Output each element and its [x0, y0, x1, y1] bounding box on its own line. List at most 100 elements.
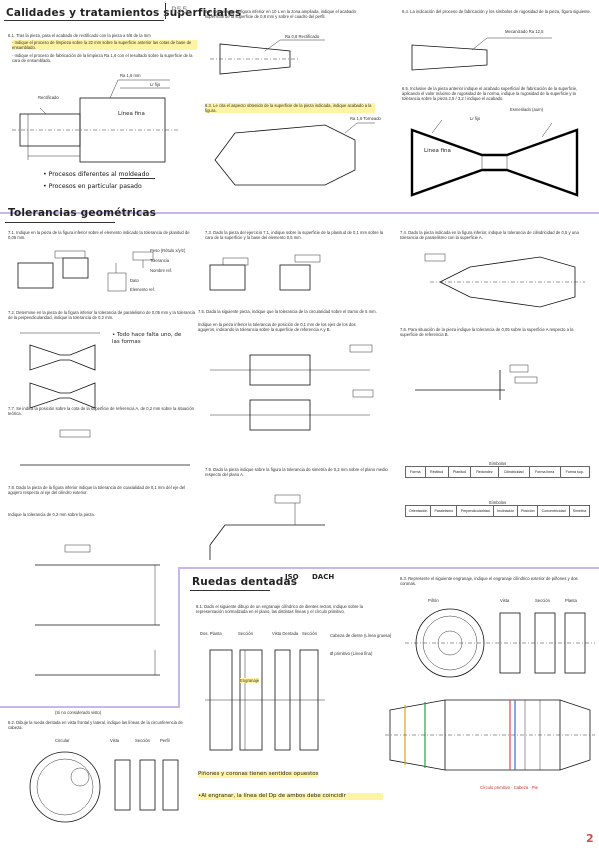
section-title-calidades: Calidades y tratamientos superficiales [6, 7, 242, 19]
tolerancia-7-9b: Indique la tolerancia de 0,2 mm sobre la… [8, 512, 95, 517]
ruedas-8-3: 8.3. Represente el siguiente engranaje, … [400, 576, 578, 587]
gear-side-views [205, 649, 325, 751]
table-2-title: Símbolos [488, 500, 507, 505]
symmetry-drawing [209, 494, 325, 560]
label-primitivo: Ø primitivo (Línea fina) [330, 651, 373, 656]
taper-drawing-2 [411, 37, 552, 71]
ruedas-note-2: •Al engranar, la línea del Dp de ambos d… [198, 793, 383, 800]
label-ra-right: Lr fijo [150, 82, 161, 87]
tolerancias-underline [5, 222, 115, 223]
tolerancia-7-5: 7.5. Dada la siguiente pieza, indique qu… [198, 309, 377, 314]
flatness-drawing [17, 250, 154, 292]
table1-cell: Planitud [447, 466, 472, 479]
section-divider-1 [0, 212, 599, 214]
taper-drawing-1 [210, 39, 325, 75]
ruedas-note-1: Piñones y coronas tienen sentidos opuest… [198, 771, 319, 778]
cylinder-drawing [424, 253, 585, 308]
bowtie-drawing [410, 119, 579, 197]
table1-cell: Forma [405, 466, 426, 479]
r2-label-4: Perfil [160, 738, 170, 743]
label-ex3: Ra 1,6 Torneado [350, 116, 381, 121]
table1-cell: Rectitud [424, 466, 449, 479]
ruedas-section-border-left [178, 567, 180, 707]
table2-cell: Perpendicularidad [456, 505, 495, 518]
table-1-title: Símbolos [488, 461, 507, 466]
col-label-3: Vista Dentada [272, 631, 299, 636]
label-rectificado: Rectificado [38, 95, 59, 100]
std-dach: DACH [312, 573, 335, 581]
tol-label-5: Elemento ref. [130, 287, 155, 292]
flatness-drawing-2 [209, 254, 321, 291]
calidades-intro: 6.1. Tras la pieza, para el acabado de r… [8, 33, 151, 38]
ruedas-section-border-top [178, 567, 599, 569]
exercise-6-4: 6.4. La indicación del proceso de fabric… [402, 9, 592, 14]
gear-legend: Círculo primitivo · Cabeza · Pie [480, 785, 538, 790]
r3-label-4: Planta [565, 598, 577, 603]
angle-drawing [415, 364, 538, 400]
table2-cell: Posición [517, 505, 539, 518]
tolerancia-7-3: 7.3. Dado la pieza del ejercicio 7.1, in… [205, 230, 384, 241]
coaxial-drawing [35, 544, 160, 676]
tol-label-4: Dato [130, 278, 139, 283]
section-title-tolerancias: Tolerancias geométricas [8, 207, 157, 219]
r3-label-1: Piñón [428, 598, 439, 603]
note-underline [120, 178, 155, 179]
shaft-drawing [12, 79, 180, 163]
exercise-6-5: 6.5. Inclusive de la pieza anterior indi… [402, 86, 578, 102]
tolerancia-7-4: 7.4. Dado la pieza indicada en la figura… [400, 230, 579, 241]
vista-label: (Si no considerado visto) [55, 710, 102, 715]
tol-label-3: Nombre ref. [150, 268, 173, 273]
note-procesos-2: • Procesos en particular pasado [43, 183, 142, 190]
label-ex5-lr: Lr fijo [470, 116, 481, 121]
tolerancia-7-7: 7.7. Se indica la posición sobre la cota… [8, 406, 194, 417]
title-separator [165, 3, 166, 19]
label-ex5-linea: Linea fina [424, 148, 451, 154]
title-underline [4, 20, 164, 21]
label-engranaje: Engranaje [240, 678, 260, 684]
r2-label-3: Sección [135, 738, 150, 743]
ruedas-8-1: 8.1. Dado el siguiente dibujo de un engr… [196, 604, 363, 615]
gear-front-view [405, 608, 595, 678]
label-cabeza: Cabeza de diente (Línea gruesa) [330, 633, 392, 638]
label-ra: Ra 1,6 mm [120, 73, 141, 78]
col-label-4: Sección [302, 631, 317, 636]
tolerancia-7-2: 7.2. Determine en la pieza de la figura … [8, 310, 196, 321]
table2-cell: Concentricidad [537, 505, 570, 518]
table2-cell: Orientación [404, 505, 432, 518]
std-iso: ISO [285, 573, 299, 581]
exercise-6-2: 6.2. Represente la figura inferior en 10… [205, 9, 356, 20]
r2-label-2: Vista [110, 738, 120, 743]
r2-label-1: Circular [55, 738, 70, 743]
bowtie-tol-drawing [20, 332, 100, 409]
ruedas-8-2: 8.2. Dibuje la rueda dentada en vista fr… [8, 720, 183, 731]
table2-cell: Simetría [568, 505, 591, 518]
label-ex4: Mecanizado Ra 12,5 [505, 29, 544, 34]
section-title-ruedas: Ruedas dentadas [192, 576, 298, 588]
tolerancia-7-9: 7.9. Dado la pieza indique sobre la figu… [205, 467, 388, 478]
r3-label-3: Sección [535, 598, 550, 603]
tolerancia-7-6: 7.6. Para situación de la pieza indique … [400, 327, 574, 338]
ruedas-underline [190, 590, 270, 591]
table1-cell: Forma línea [528, 466, 561, 479]
col-label-1: Dos. Planta [200, 631, 222, 636]
r3-label-2: Vista [500, 598, 510, 603]
table2-cell: Paralelismo [430, 505, 458, 518]
line-drawing-7-7 [20, 429, 190, 466]
tolerancia-7-8: 7.8. Dado la pieza de la figura inferior… [8, 485, 186, 496]
calidades-bullet-2: - Indique el proceso de fabricación de l… [12, 53, 193, 64]
calidades-bullet-1: - Indique el proceso de limpieza sobre l… [12, 40, 197, 51]
symbols-table-1: Símbolos Forma Rectitud Planitud Redonde… [405, 461, 591, 479]
gear-assembly-section [385, 699, 595, 771]
label-ex5-esm: Esmerilado (aum) [510, 107, 544, 112]
tol-label-1: Peso (Rótulo x/y/z) [150, 248, 186, 253]
gear-small-views [29, 751, 179, 823]
hexagon-drawing [214, 122, 375, 186]
note-procesos-1: • Procesos diferentes al moldeado [43, 171, 150, 178]
ruedas-section-border-bottom [0, 706, 180, 708]
symbols-table-2: Símbolos Orientación Paralelismo Perpend… [404, 500, 591, 518]
label-linea-fina: Línea fina [118, 111, 145, 117]
exercise-6-3: 6.3. Le cita el aspecto obtenido de la s… [205, 103, 375, 114]
table1-cell: Cilindricidad [497, 466, 530, 479]
position-drawing [210, 344, 374, 431]
col-label-2: Sección [238, 631, 253, 636]
